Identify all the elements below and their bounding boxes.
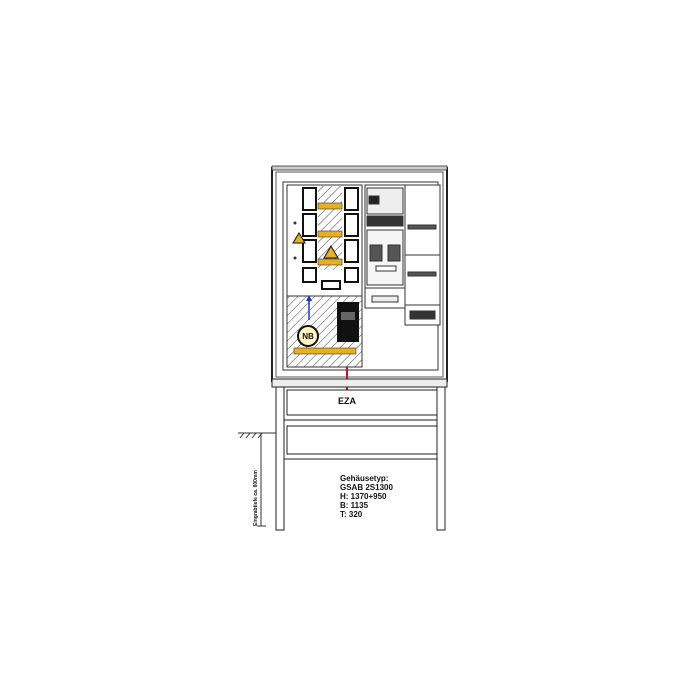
fuse-holders-right (344, 187, 359, 283)
ground-line (238, 432, 276, 527)
feed-label: EZA (338, 396, 357, 406)
fuse-section (286, 184, 363, 297)
spec-line: T: 320 (340, 510, 363, 519)
meter-modules (364, 184, 441, 326)
spec-line: B: 1135 (340, 501, 369, 510)
spec-line: Gehäusetyp: (340, 474, 388, 483)
depth-label: Eingrabtiefe ca. 800mm (253, 470, 259, 526)
nb-section: NB (286, 295, 363, 395)
warning-icon (292, 232, 306, 244)
warning-icon (323, 245, 339, 259)
spec-block: Gehäusetyp: GSAB 2S1300 H: 1370+950 B: 1… (340, 474, 393, 519)
busbars (317, 202, 343, 266)
plinth (271, 378, 448, 531)
spec-line: GSAB 2S1300 (340, 483, 393, 492)
nb-circle (297, 325, 319, 347)
fuse-holders-left (302, 187, 317, 283)
nb-label: NB (302, 332, 314, 341)
spec-line: H: 1370+950 (340, 492, 387, 501)
